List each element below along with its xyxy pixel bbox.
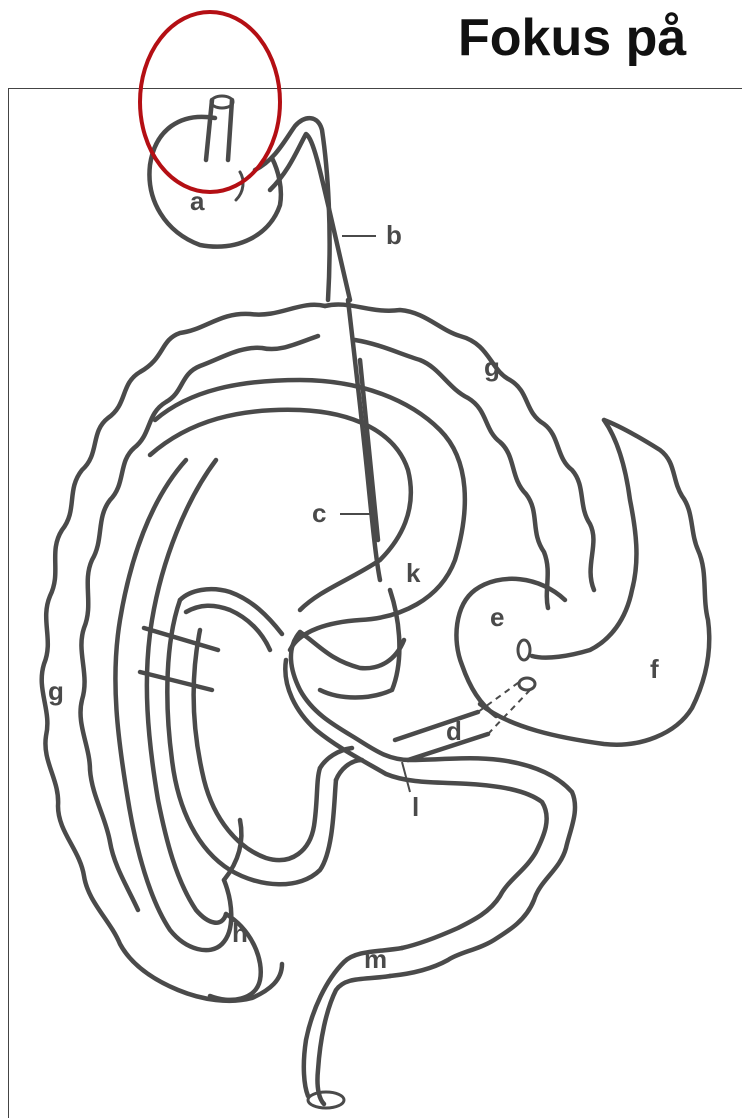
label-g-left: g [48,676,64,706]
label-d: d [446,716,462,746]
label-g-top: g [484,352,500,382]
organ-a [149,96,280,247]
label-c: c [312,498,326,528]
label-e: e [490,602,504,632]
label-m: m [364,944,387,974]
label-b: b [386,220,402,250]
label-k: k [406,558,421,588]
label-l: l [412,792,419,822]
label-f: f [650,654,659,684]
loop-inner [140,589,362,884]
organ-g [42,304,594,1000]
colon-l-m [285,632,575,1108]
label-h: h [232,918,248,948]
